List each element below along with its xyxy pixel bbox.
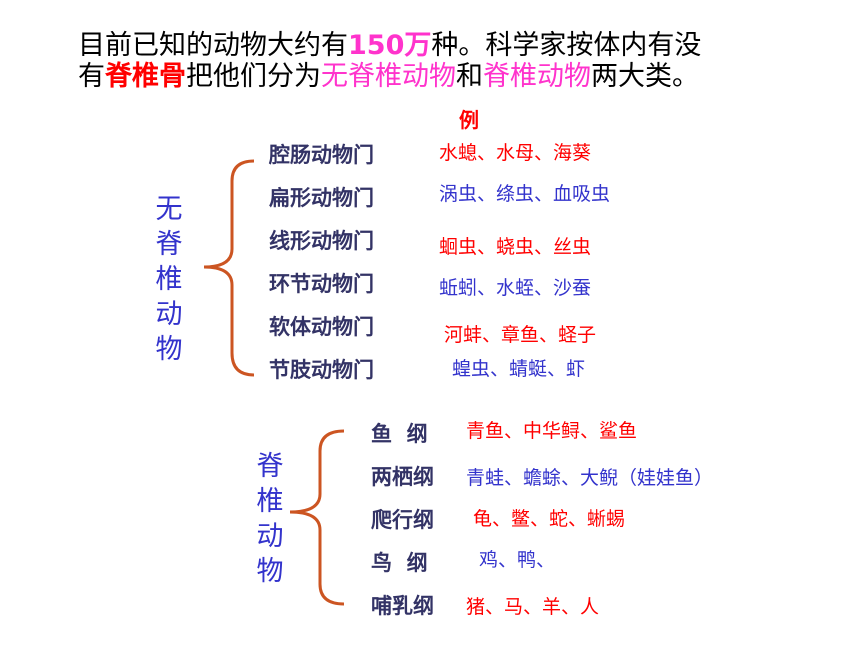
class-name: 爬行纲 — [371, 508, 434, 532]
example-species: 蚯蚓、水蛭、沙蚕 — [439, 277, 592, 299]
example-species: 鸡、鸭、 — [479, 549, 556, 571]
example-species: 涡虫、绦虫、血吸虫 — [439, 183, 611, 205]
class-name: 鱼 纲 — [371, 422, 428, 446]
intro-text: 和 — [456, 61, 483, 92]
intro-text: 两大类。 — [591, 61, 699, 92]
invertebrate-brace — [203, 159, 255, 377]
phylum-name: 环节动物门 — [269, 272, 374, 296]
invertebrate-label: 无脊椎动物 — [155, 194, 183, 365]
examples-header: 例 — [459, 108, 479, 132]
phylum-name: 线形动物门 — [269, 229, 374, 253]
class-name: 哺乳纲 — [371, 594, 434, 618]
phylum-name: 节肢动物门 — [269, 358, 374, 382]
example-species: 青鱼、中华鲟、鲨鱼 — [466, 420, 638, 442]
vertebrate-brace — [289, 429, 345, 606]
phylum-name: 扁形动物门 — [269, 186, 374, 210]
vertebrate-term: 脊椎动物 — [483, 61, 591, 92]
vertebrate-label: 脊椎动物 — [256, 451, 284, 587]
intro-text: 把他们分为 — [186, 61, 321, 92]
intro-text: 有 — [78, 61, 105, 92]
phylum-name: 腔肠动物门 — [269, 143, 374, 167]
example-species: 龟、鳖、蛇、蜥蜴 — [473, 508, 626, 530]
example-species: 猪、马、羊、人 — [466, 596, 600, 618]
intro-line-2: 有脊椎骨把他们分为无脊椎动物和脊椎动物两大类。 — [78, 61, 798, 92]
example-species: 蛔虫、蛲虫、丝虫 — [439, 236, 592, 258]
intro-text: 种。科学家按体内有没 — [431, 30, 702, 61]
example-species: 蝗虫、蜻蜓、虾 — [452, 358, 586, 380]
class-name: 鸟 纲 — [371, 551, 428, 575]
invertebrate-term: 无脊椎动物 — [321, 61, 456, 92]
spine-term: 脊椎骨 — [105, 61, 186, 92]
species-count: 150万 — [348, 30, 432, 61]
intro-paragraph: 目前已知的动物大约有150万种。科学家按体内有没 有脊椎骨把他们分为无脊椎动物和… — [78, 30, 798, 92]
example-species: 河蚌、章鱼、蛏子 — [444, 324, 597, 346]
example-species: 青蛙、蟾蜍、大鲵（娃娃鱼） — [466, 467, 714, 489]
intro-text: 目前已知的动物大约有 — [78, 30, 348, 61]
phylum-name: 软体动物门 — [269, 315, 374, 339]
example-species: 水螅、水母、海葵 — [439, 142, 592, 164]
class-name: 两栖纲 — [371, 465, 434, 489]
intro-line-1: 目前已知的动物大约有150万种。科学家按体内有没 — [78, 30, 798, 61]
